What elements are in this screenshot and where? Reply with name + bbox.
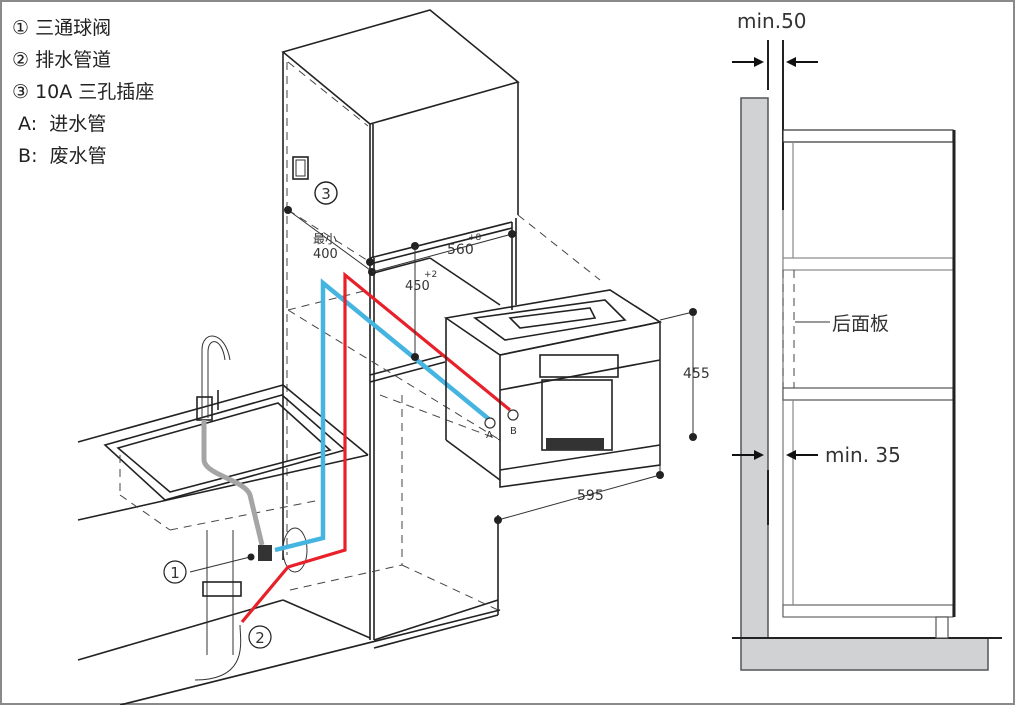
dim-450-tol: +2 — [424, 270, 437, 280]
legend-item-drain: ② 排水管道 — [12, 49, 112, 71]
sink-rim — [103, 394, 347, 501]
callout-drain — [248, 625, 272, 649]
wall — [740, 97, 769, 639]
svg-text:2: 2 — [255, 629, 265, 647]
faucet-hose — [201, 420, 265, 546]
sink-counter — [77, 335, 501, 705]
side-view: min.50 min. 35 后面板 — [732, 9, 1002, 671]
callouts: 3 1 2 — [163, 181, 338, 649]
dim-595: 595 — [577, 488, 604, 504]
dim-450: 450 — [405, 279, 430, 294]
port-a — [484, 417, 496, 429]
callout-valve — [163, 560, 187, 584]
legend-item-valve: ① 三通球阀 — [12, 17, 112, 39]
floor — [740, 637, 989, 671]
waste-pipe — [240, 271, 512, 624]
port-b-label: B — [510, 426, 517, 437]
dim-455: 455 — [683, 366, 710, 382]
min-400-value: 400 — [313, 247, 338, 262]
legend-item-socket: ③ 10A 三孔插座 — [12, 81, 155, 103]
inlet-pipe — [274, 278, 492, 553]
cabinet-top — [281, 9, 520, 125]
gap-50-arrows — [732, 57, 818, 67]
three-way-valve — [258, 545, 272, 561]
dimensions: 最小 400 560 +8 450 +2 455 595 A B — [284, 206, 710, 524]
coffee-machine — [443, 289, 663, 488]
legend-item-waste: B: 废水管 — [18, 145, 107, 167]
gap-35-arrows — [732, 450, 818, 460]
dim-560-tol: +8 — [468, 233, 482, 243]
svg-text:1: 1 — [170, 564, 180, 582]
legend: ① 三通球阀 ② 排水管道 ③ 10A 三孔插座 A: 进水管 B: 废水管 — [12, 12, 154, 172]
socket-icon — [292, 156, 309, 180]
min-35-label: min. 35 — [825, 443, 901, 467]
min-400-label: 最小 — [313, 232, 337, 246]
callout-socket — [314, 181, 338, 205]
port-a-label: A — [486, 430, 493, 441]
pipes — [240, 271, 519, 624]
svg-text:3: 3 — [321, 185, 331, 203]
faucet — [201, 335, 231, 418]
drain-pipe — [206, 530, 234, 655]
dim-560: 560 — [447, 242, 474, 258]
back-panel-label: 后面板 — [832, 313, 889, 335]
min-50-label: min.50 — [737, 9, 807, 33]
legend-item-inlet: A: 进水管 — [18, 113, 107, 135]
port-b — [507, 409, 519, 421]
tall-cabinet — [281, 9, 601, 649]
